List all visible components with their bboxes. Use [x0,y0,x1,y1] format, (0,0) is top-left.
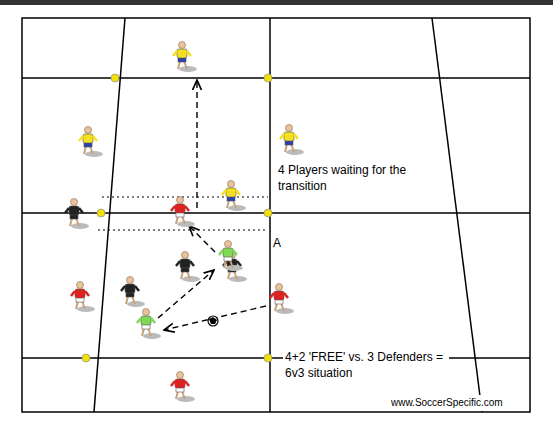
frame [22,18,530,412]
point-label: A [271,235,283,251]
player-head [286,125,293,132]
player-arm [176,261,180,266]
player-shirt [125,284,135,293]
player-arm [79,136,83,141]
top-bar [0,0,553,5]
player-arm [85,291,89,296]
player-arm [219,250,223,255]
player-shirt [175,379,185,388]
player-shirt [75,289,85,298]
player-arm [65,208,69,213]
player-shadow [85,151,103,157]
player-shadow [286,149,304,155]
player-shadow [71,223,89,229]
player-head [179,42,186,49]
player-shadow [228,205,246,211]
note-text: 4 Players waiting for the transition [276,162,414,194]
player-arm [222,190,226,195]
transition-zone [98,197,268,230]
player-shirt [141,316,151,325]
player-shirt [226,188,236,197]
player-arm [280,134,284,139]
player-head [143,309,150,316]
player-shadow [77,306,95,312]
player-head [276,284,283,291]
player-shadow [177,221,195,227]
player-arm [151,318,155,323]
player-shadow [182,276,200,282]
player-head [228,181,235,188]
player-shirt [177,49,187,58]
player-arm [121,286,125,291]
player-arm [236,190,240,195]
player-shadow [127,301,145,307]
player-head [127,277,134,284]
player-arm [79,208,83,213]
player-shirt [180,259,190,268]
player-shirt [223,248,233,257]
player-arm [185,206,189,211]
player-arm [237,261,241,266]
player-shadow [276,308,294,314]
player-shirt [284,132,294,141]
note-text: 4+2 'FREE' vs. 3 Defenders = 6v3 situati… [283,349,449,381]
player-head [177,197,184,204]
watermark: www.SoccerSpecific.com [389,395,505,411]
player-arm [294,134,298,139]
player-shadow [179,66,197,72]
player-head [225,241,232,248]
ball [208,316,218,326]
player-shadow [225,265,243,271]
player-shirt [175,204,185,213]
player-arm [93,136,97,141]
player-shirt [274,291,284,300]
player-arm [185,381,189,386]
player-head [85,127,92,134]
player-arm [171,381,175,386]
player-shadow [143,333,161,339]
player-arm [173,51,177,56]
cones [82,74,272,362]
player-head [177,372,184,379]
player-arm [135,286,139,291]
player-shadow [229,276,247,282]
players [65,42,304,403]
player-head [182,252,189,259]
player-head [77,282,84,289]
player-arm [270,293,274,298]
player-shirt [69,206,79,215]
player-arm [284,293,288,298]
player-arm [187,51,191,56]
pitch-grid [22,18,530,412]
pass-arrows [158,80,266,330]
player-shadow [177,396,195,402]
player-arm [190,261,194,266]
player-arm [171,206,175,211]
player-arm [71,291,75,296]
player-arm [137,318,141,323]
player-shirt [83,134,93,143]
player-arm [233,250,237,255]
player-head [71,199,78,206]
